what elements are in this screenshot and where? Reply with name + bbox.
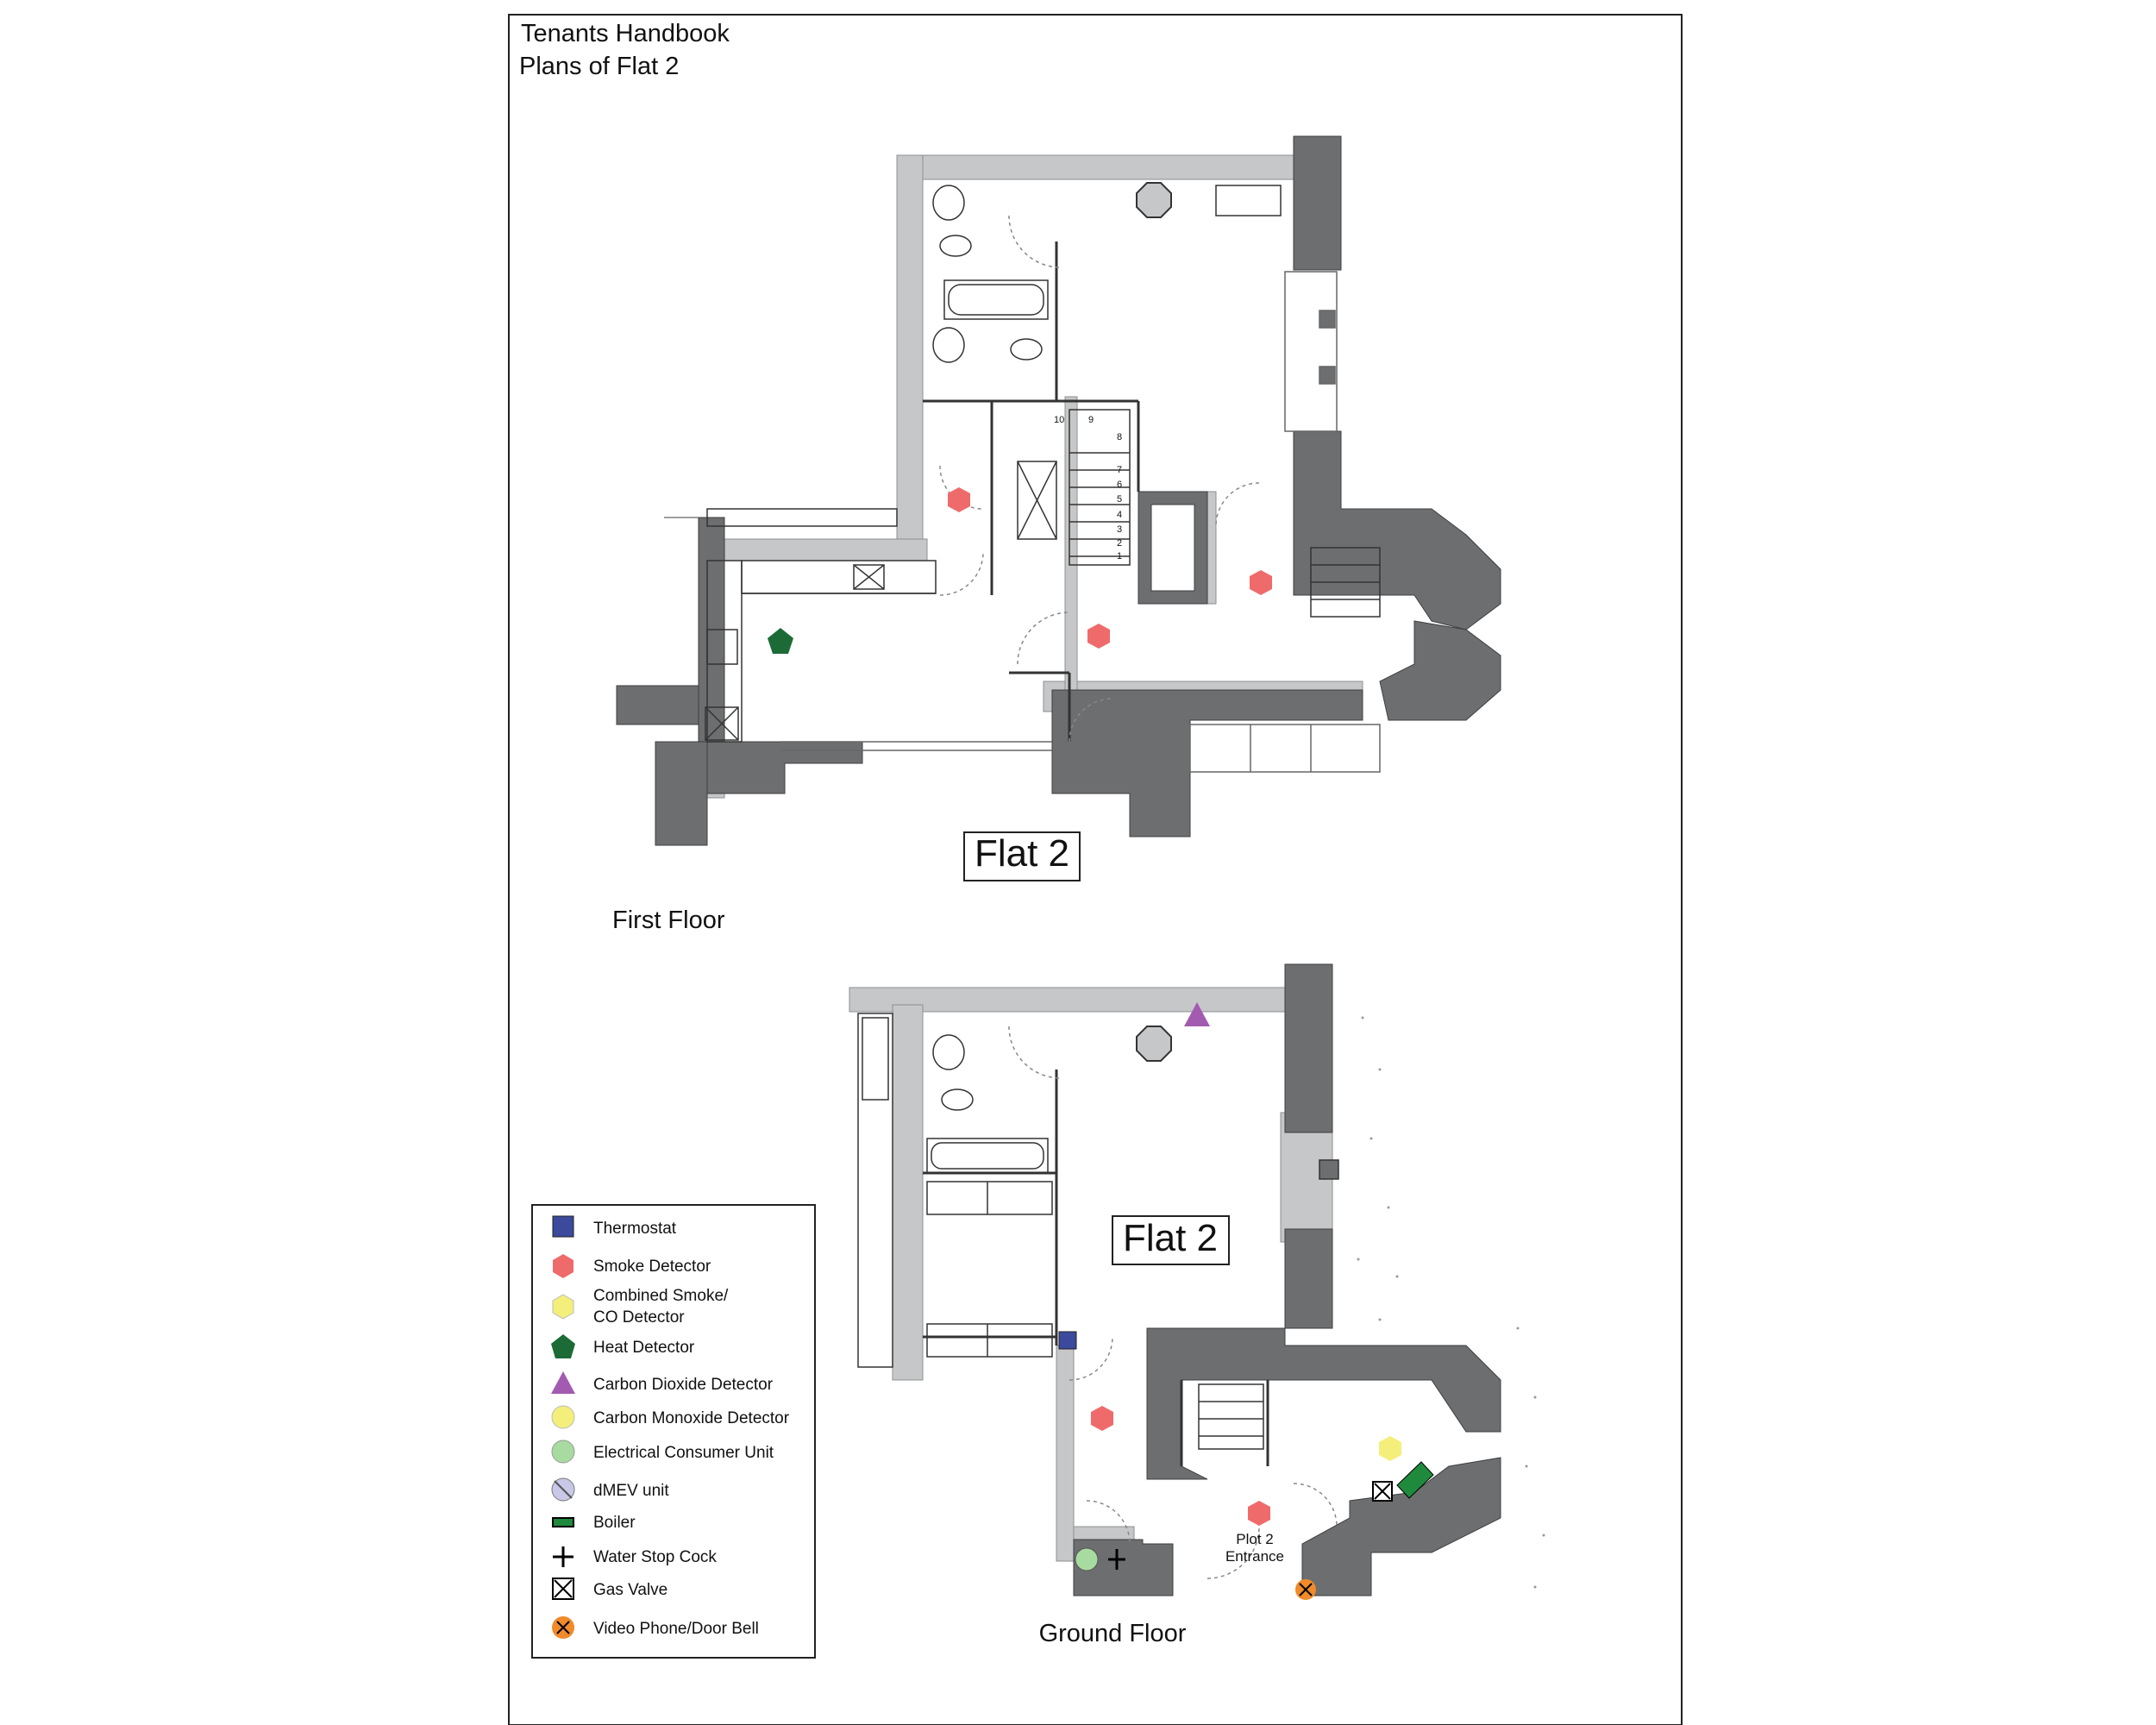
floor-label: First Floor: [612, 906, 725, 934]
smoke-detector-icon: [1091, 1406, 1113, 1431]
stair-number: 9: [1088, 415, 1094, 425]
entrance-label-line2: Entrance: [1225, 1548, 1284, 1565]
flat-label: Flat 2: [975, 832, 1069, 875]
sheet-border: [508, 14, 1683, 1725]
ground-floor-door-swings: [1008, 1026, 1338, 1579]
first-floor-stairs: [1017, 409, 1381, 618]
combined-smoke-co-icon: [552, 1294, 574, 1320]
ground-floor-plan: Flat 2 Plot 2 Entrance Ground Floor: [849, 963, 1545, 1647]
legend-label: Video Phone/Door Bell: [593, 1620, 759, 1638]
handbook-title: Tenants Handbook: [521, 20, 730, 47]
legend-label: Carbon Dioxide Detector: [593, 1376, 774, 1394]
stair-number: 3: [1117, 524, 1122, 535]
stair-number: 4: [1117, 510, 1122, 520]
smoke-detector-icon: [948, 487, 970, 512]
legend-label: Combined Smoke/: [593, 1287, 729, 1305]
flat-label-box: [963, 831, 1081, 881]
legend-label: Electrical Consumer Unit: [593, 1444, 774, 1462]
stair-number: 1: [1117, 551, 1122, 561]
co2-detector-icon: [551, 1371, 575, 1394]
door-bell-cross: [1299, 1583, 1313, 1596]
legend: Thermostat Smoke Detector Combined Smoke…: [531, 1204, 816, 1659]
co-detector-icon: [551, 1405, 575, 1429]
dmev-fixture-icon: [1136, 182, 1172, 218]
smoke-detector-icon: [1250, 570, 1272, 595]
ground-floor-partitions: [923, 1070, 1269, 1466]
legend-label: Carbon Monoxide Detector: [593, 1409, 790, 1427]
legend-label: Smoke Detector: [593, 1258, 711, 1276]
entrance-label-line1: Plot 2: [1236, 1531, 1273, 1547]
dmev-icon-slash: [554, 1480, 573, 1499]
first-floor-door-swings: [939, 215, 1260, 743]
combined-smoke-co-detector-icon: [1379, 1436, 1401, 1461]
ground-floor-light-walls: [849, 987, 1333, 1562]
consumer-unit-icon: [1075, 1547, 1099, 1571]
ground-floor-fittings: [857, 1013, 1339, 1450]
dmev-fixture-icon: [1136, 1026, 1172, 1062]
smoke-detector-icon: [1087, 624, 1110, 649]
ground-floor-exterior-stipple: [1357, 1016, 1545, 1589]
first-floor-plan: 10 9 8 7 6 5 4 3 2 1 Flat 2 First Floor: [612, 135, 1501, 934]
stair-number: 8: [1117, 432, 1122, 442]
first-floor-fittings: [705, 185, 1282, 743]
legend-box: [531, 1204, 816, 1659]
stop-cock-icon: [553, 1546, 573, 1567]
gas-valve-cross: [554, 1579, 573, 1598]
legend-label: Gas Valve: [593, 1581, 667, 1599]
consumer-unit-icon: [551, 1440, 575, 1464]
thermostat-icon: [1058, 1331, 1077, 1350]
gas-valve-cross: [1374, 1483, 1391, 1500]
smoke-detector-icon: [553, 1254, 573, 1278]
boiler-icon: [552, 1517, 574, 1527]
plans-subtitle: Plans of Flat 2: [519, 53, 679, 80]
first-floor-heavy-walls: [616, 135, 1501, 846]
first-floor-partitions: [923, 242, 1140, 742]
smoke-detector-icon: [1248, 1501, 1270, 1526]
legend-label: Boiler: [593, 1514, 636, 1532]
co2-detector-icon: [1184, 1002, 1210, 1026]
ground-floor-heavy-walls: [1073, 963, 1501, 1596]
door-bell-cross: [556, 1621, 570, 1634]
flat-label-box: [1112, 1215, 1230, 1265]
thermostat-icon: [552, 1215, 574, 1238]
legend-label-line2: CO Detector: [593, 1308, 685, 1327]
legend-label: Heat Detector: [593, 1339, 695, 1357]
stair-number: 6: [1117, 480, 1122, 490]
legend-label: dMEV unit: [593, 1482, 669, 1500]
first-floor-glazing: [780, 271, 1381, 773]
heat-detector-icon: [551, 1334, 575, 1358]
stair-number: 5: [1117, 494, 1122, 505]
stair-number: 7: [1117, 465, 1122, 475]
stop-cock-icon: [1108, 1549, 1125, 1570]
legend-label: Water Stop Cock: [593, 1548, 717, 1566]
flat-label: Flat 2: [1123, 1217, 1218, 1259]
legend-label: Thermostat: [593, 1220, 677, 1238]
boiler-icon: [1396, 1461, 1434, 1499]
floor-label: Ground Floor: [1039, 1620, 1187, 1647]
stair-number: 10: [1054, 415, 1064, 425]
first-floor-stair-numbers: 10 9 8 7 6 5 4 3 2 1: [1054, 415, 1122, 561]
heat-detector-icon: [768, 628, 793, 654]
stair-number: 2: [1117, 538, 1122, 549]
